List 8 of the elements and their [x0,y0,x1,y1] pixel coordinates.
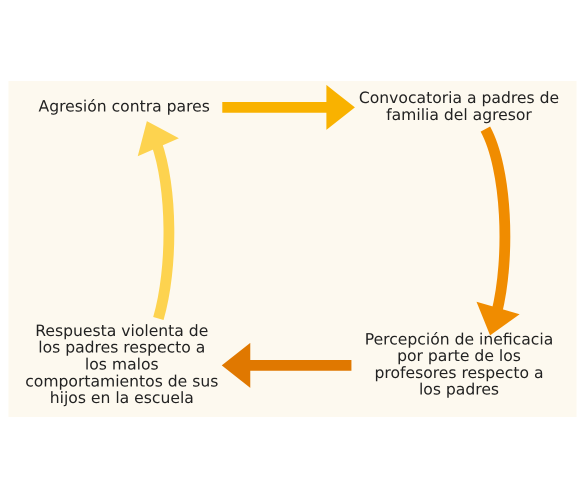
arrow [222,342,352,388]
arrow [476,126,520,335]
arrow [138,120,179,320]
node-text: Percepción de ineficacia por parte de los profesores respecto a los padres [364,330,554,398]
node-text: Convocatoria a padres de familia del agresor [358,88,560,124]
arrow [222,84,355,130]
node-text: Agresión contra pares [38,96,210,115]
node-text: Respuesta violenta de los padres respecto a los malos comportamientos de sus hijos en la escuela [25,321,218,407]
